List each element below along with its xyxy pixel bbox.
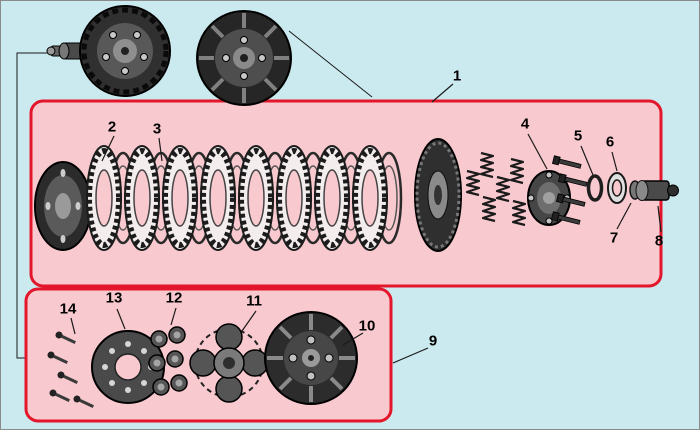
washer (586, 174, 604, 202)
assembled-clutch-side-view (46, 5, 171, 97)
callout-3: 3 (152, 120, 162, 138)
leader-lines (70, 83, 662, 364)
callout-13: 13 (105, 289, 123, 307)
callout-9: 9 (428, 332, 438, 350)
callout-1: 1 (452, 67, 462, 85)
callout-7: 7 (609, 229, 619, 247)
release-rod-end (635, 180, 679, 201)
callout-6: 6 (605, 133, 615, 151)
callout-8: 8 (654, 232, 664, 250)
callout-12: 12 (165, 289, 183, 307)
connector-top-right (288, 30, 373, 98)
callout-5: 5 (573, 127, 583, 145)
retainer-bolts (550, 155, 588, 225)
rollers (148, 326, 188, 396)
callout-14: 14 (59, 300, 77, 318)
callout-10: 10 (358, 317, 376, 335)
spring-retainer-plate (527, 170, 571, 226)
clutch-basket (264, 311, 358, 405)
connector-lines (16, 30, 373, 359)
clutch-center-hub (414, 138, 462, 252)
clutch-cover-plate (34, 161, 92, 251)
screws (47, 331, 94, 408)
callout-4: 4 (520, 115, 530, 133)
retainer-plate (91, 330, 165, 404)
bearing (607, 172, 627, 204)
callout-11: 11 (246, 292, 262, 310)
friction-disc-stack (86, 145, 388, 251)
assembled-basket-front-view (196, 10, 292, 106)
callout-2: 2 (107, 118, 117, 136)
clutch-springs (465, 151, 527, 227)
connector-left (16, 52, 59, 359)
inner-hub-spider (189, 323, 269, 403)
